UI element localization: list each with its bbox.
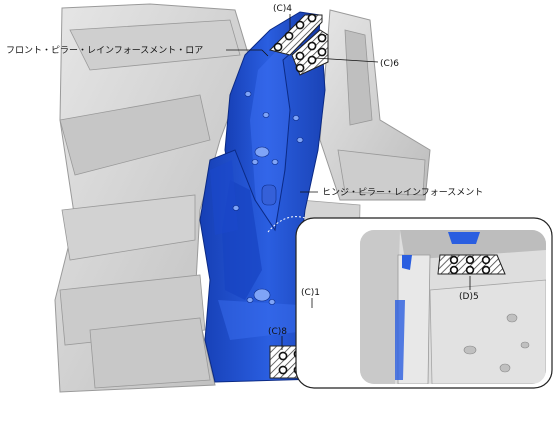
weld-spot-icon (273, 13, 317, 52)
label-front-pillar-reinforcement-lower: フロント・ピラー・レインフォースメント・ロア (6, 45, 203, 56)
detail-inset (295, 217, 553, 389)
label-c8: (C)8 (268, 327, 287, 337)
weld-spot-icon (449, 255, 491, 275)
part-hole-features (232, 91, 304, 305)
weld-group-d5 (437, 254, 506, 275)
label-c1: (C)1 (301, 288, 320, 298)
weld-group-c4 (269, 13, 323, 56)
weld-group-c6 (291, 29, 329, 76)
vehicle-body-structure (54, 3, 431, 393)
label-hinge-pillar-reinforcement: ヒンジ・ピラー・レインフォースメント (322, 187, 483, 198)
weld-spot-icon (295, 33, 327, 73)
label-c4: (C)4 (273, 4, 292, 14)
label-c6: (C)6 (380, 59, 399, 69)
hinge-pillar-reinforcement-part (199, 44, 353, 383)
label-d5: (D)5 (459, 292, 479, 302)
leader-lines (226, 14, 471, 350)
